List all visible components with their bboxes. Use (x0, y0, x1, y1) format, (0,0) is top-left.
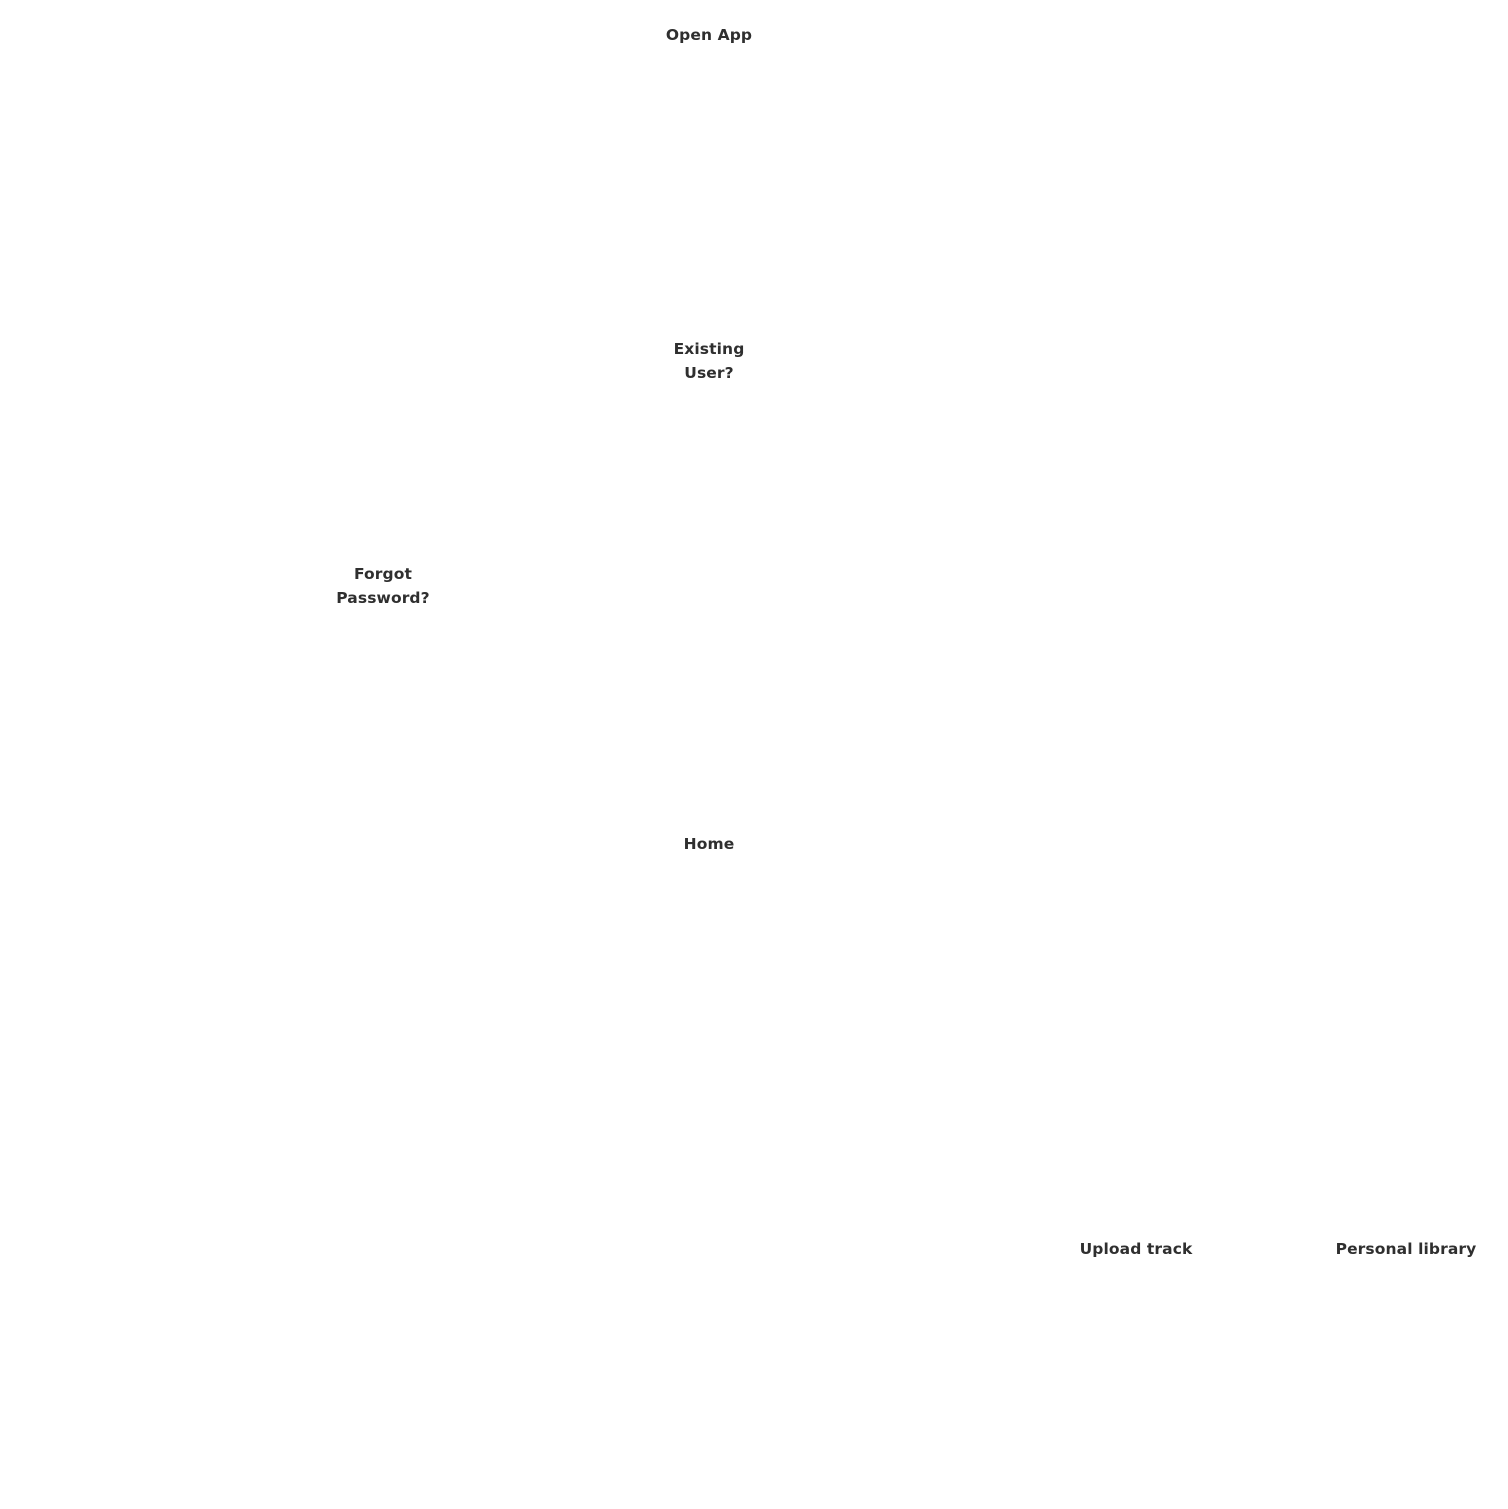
node-open-app: Open App (666, 23, 752, 47)
node-open-app-label: Open App (665, 26, 753, 44)
node-personal-library-label: Personal library (1335, 1240, 1477, 1258)
node-forgot-password-label-line-2: Password? (336, 589, 430, 607)
node-upload-track: Upload track (1080, 1237, 1193, 1261)
node-home-label: Home (683, 835, 735, 853)
node-personal-library: Personal library (1336, 1237, 1477, 1261)
node-existing-user: Existing User? (674, 337, 745, 385)
node-home: Home (684, 832, 735, 856)
node-forgot-password-label-line-1: Forgot (353, 565, 412, 583)
node-existing-user-label-line-1: Existing (673, 340, 745, 358)
node-existing-user-label-line-2: User? (684, 364, 734, 382)
node-upload-track-label: Upload track (1079, 1240, 1193, 1258)
node-forgot-password: Forgot Password? (336, 562, 429, 610)
